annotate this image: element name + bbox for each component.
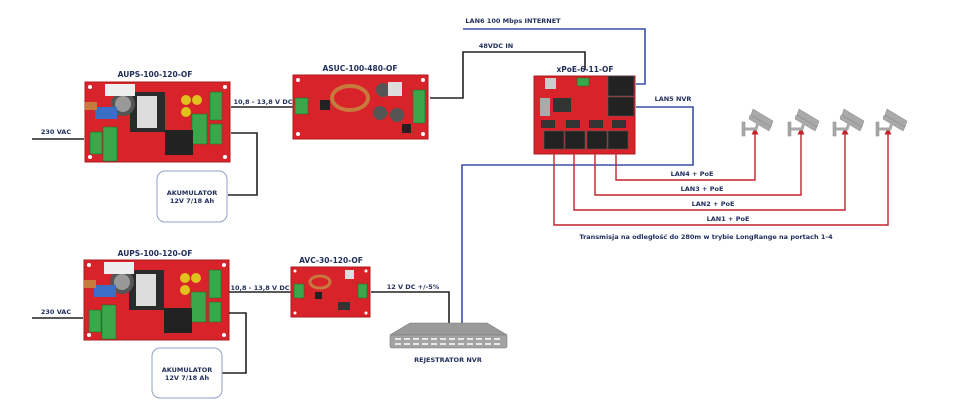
top-dc-label: 10,8 - 13,8 V DC	[233, 98, 292, 106]
nvr-label: REJESTRATOR NVR	[414, 356, 482, 364]
camera-icon	[740, 107, 775, 138]
lan5-wire	[461, 106, 694, 324]
lan2-label: LAN2 + PoE	[692, 200, 735, 208]
asuc-converter: ASUC-100-480-OF	[292, 64, 429, 140]
bottom-psu: AUPS-100-120-OF	[83, 249, 230, 341]
avc-converter: AVC-30-120-OF	[290, 256, 371, 318]
top-psu-title: AUPS-100-120-OF	[118, 70, 193, 79]
battery-spec: 12V 7/18 Ah	[165, 374, 210, 382]
nvr-recorder-icon	[388, 322, 509, 349]
lan6-wire	[463, 28, 646, 85]
lan3-wire	[594, 127, 805, 196]
lan1-label: LAN1 + PoE	[707, 215, 750, 223]
lan1-wire	[553, 127, 892, 226]
top-battery-wire	[228, 132, 258, 196]
lan3-port	[586, 130, 608, 150]
lan2-port	[564, 130, 586, 150]
bottom-battery-wire	[222, 312, 247, 374]
psu-board-image	[84, 81, 231, 163]
top-psu: AUPS-100-120-OF	[84, 70, 231, 163]
48vdc-wire	[430, 51, 586, 99]
lan4-label: LAN4 + PoE	[671, 170, 714, 178]
bottom-ac-label: 230 VAC	[41, 308, 71, 316]
lan5-label: LAN5 NVR	[655, 95, 692, 103]
battery-spec: 12V 7/18 Ah	[170, 197, 215, 205]
lan4-port	[607, 130, 629, 150]
top-ac-label: 230 VAC	[41, 128, 71, 136]
bottom-battery: AKUMULATOR 12V 7/18 Ah	[151, 347, 223, 399]
battery-label: AKUMULATOR	[167, 189, 218, 197]
lan1-port	[543, 130, 565, 150]
xpoe-switch: xPoE-6-11-OF	[533, 65, 636, 155]
battery-label: AKUMULATOR	[162, 366, 213, 374]
lan2-wire	[573, 127, 849, 211]
xpoe-title: xPoE-6-11-OF	[556, 65, 613, 74]
psu-board-image	[83, 259, 230, 341]
lan4-wire	[615, 127, 759, 181]
12v-label: 12 V DC +/-5%	[387, 283, 440, 291]
avc-title: AVC-30-120-OF	[299, 256, 363, 265]
bottom-psu-title: AUPS-100-120-OF	[118, 249, 193, 258]
asuc-title: ASUC-100-480-OF	[322, 64, 397, 73]
top-battery: AKUMULATOR 12V 7/18 Ah	[156, 170, 228, 223]
camera-icon	[831, 107, 866, 138]
lan3-label: LAN3 + PoE	[681, 185, 724, 193]
bottom-dc-label: 10,8 - 13,8 V DC	[230, 284, 289, 292]
transmission-note: Transmisja na odległość do 280m w trybie…	[579, 233, 833, 241]
camera-icon	[874, 107, 909, 138]
camera-icon	[786, 107, 821, 138]
12v-wire	[371, 291, 450, 324]
lan6-label: LAN6 100 Mbps INTERNET	[465, 17, 561, 25]
lan5-port	[607, 96, 635, 117]
48vdc-label: 48VDC IN	[479, 42, 513, 50]
